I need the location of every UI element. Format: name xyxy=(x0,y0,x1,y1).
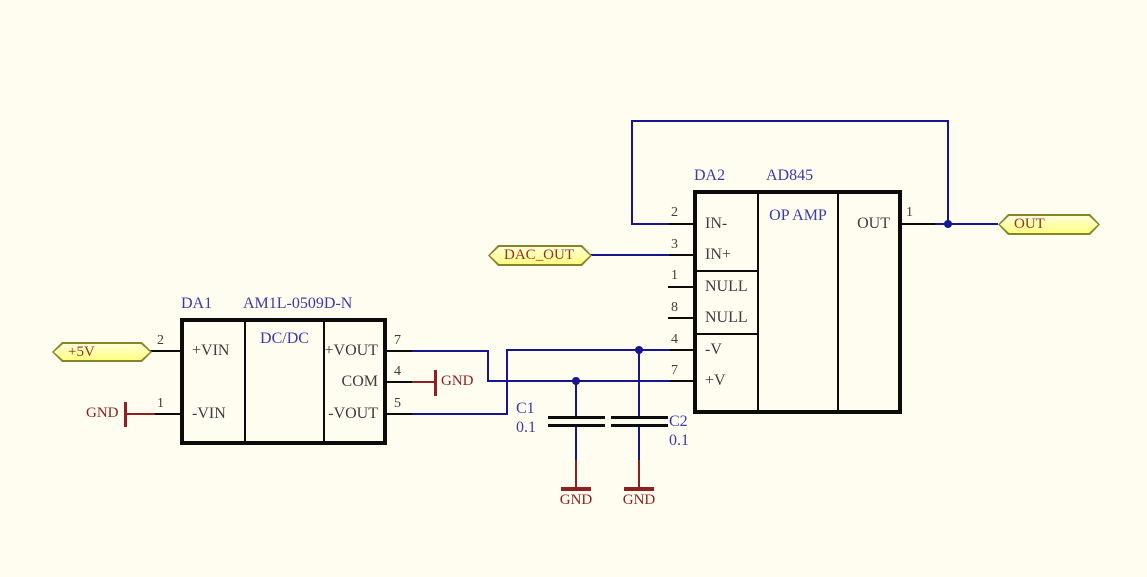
da1-pin-num-5: 5 xyxy=(394,396,401,411)
c2-plate-bottom[interactable] xyxy=(611,424,668,427)
component-da1-body[interactable] xyxy=(180,318,387,445)
vin-gnd-label: GND xyxy=(86,405,119,421)
vin-gnd-bar[interactable] xyxy=(124,402,127,427)
da2-pin-name-in-minus: IN- xyxy=(705,215,728,232)
da1-part-number[interactable]: AM1L-0509D-N xyxy=(243,295,353,312)
da2-divider-right xyxy=(837,194,839,410)
c2-value[interactable]: 0.1 xyxy=(669,432,689,449)
junction-dot-c2 xyxy=(635,346,643,354)
wire-feedback-3[interactable] xyxy=(631,120,949,122)
c1-gnd-wire[interactable] xyxy=(575,460,577,487)
da2-part-number[interactable]: AD845 xyxy=(766,167,814,184)
port-out[interactable]: OUT xyxy=(998,214,1100,235)
c2-plate-top[interactable] xyxy=(611,416,668,419)
c1-designator[interactable]: C1 xyxy=(516,400,535,417)
c1-lead-bottom[interactable] xyxy=(575,427,577,460)
da2-pin-name-v-plus: +V xyxy=(705,372,726,389)
da2-pin-in-plus[interactable] xyxy=(668,254,693,256)
da2-pin-null-b[interactable] xyxy=(668,317,693,319)
da2-pin-name-v-minus: -V xyxy=(705,341,722,358)
da2-section-divider-upper xyxy=(697,270,757,272)
power-port-5v-label: +5V xyxy=(68,344,95,360)
da1-type-label: DC/DC xyxy=(260,330,309,347)
wire-vminus-1[interactable] xyxy=(412,413,508,415)
da1-pin-name-vin-plus: +VIN xyxy=(192,342,230,359)
da1-designator[interactable]: DA1 xyxy=(181,295,213,312)
wire-feedback-2[interactable] xyxy=(631,120,633,225)
c1-plate-bottom[interactable] xyxy=(548,424,605,427)
com-gnd-bar[interactable] xyxy=(434,370,437,396)
da1-pin-com[interactable] xyxy=(387,381,412,383)
junction-dot-out xyxy=(944,220,952,228)
da1-pin-vin-plus[interactable] xyxy=(150,350,180,352)
da1-pin-vout-plus[interactable] xyxy=(387,350,412,352)
power-port-5v[interactable]: +5V xyxy=(52,342,152,362)
wire-feedback-1[interactable] xyxy=(631,223,669,225)
c2-gnd-label: GND xyxy=(622,492,656,508)
da1-pin-num-1: 1 xyxy=(157,396,164,411)
c1-lead-top[interactable] xyxy=(575,381,577,416)
da1-pin-vout-minus[interactable] xyxy=(387,413,412,415)
c1-gnd-bar[interactable] xyxy=(561,487,591,491)
da2-pin-v-plus[interactable] xyxy=(668,380,693,382)
da2-pin-num-3: 3 xyxy=(671,237,678,252)
c2-gnd-bar[interactable] xyxy=(624,487,654,491)
wire-vminus-3[interactable] xyxy=(506,349,670,351)
da2-pin-out[interactable] xyxy=(900,223,935,225)
wire-dacout[interactable] xyxy=(591,254,669,256)
wire-out[interactable] xyxy=(935,223,998,225)
da2-pin-null-a[interactable] xyxy=(668,286,693,288)
da1-pin-name-com: COM xyxy=(341,373,378,390)
da2-pin-name-in-plus: IN+ xyxy=(705,246,731,263)
da1-pin-name-vout-plus: +VOUT xyxy=(324,342,378,359)
da2-pin-name-null-b: NULL xyxy=(705,309,748,326)
com-gnd-wire[interactable] xyxy=(412,381,435,383)
component-da2-body[interactable] xyxy=(693,190,902,414)
da2-section-divider-lower xyxy=(697,333,757,335)
wire-feedback-4[interactable] xyxy=(947,120,949,225)
da1-pin-vin-minus[interactable] xyxy=(155,413,180,415)
da2-pin-name-null-a: NULL xyxy=(705,278,748,295)
c1-value[interactable]: 0.1 xyxy=(516,419,536,436)
da2-type-label: OP AMP xyxy=(769,207,827,224)
da2-designator[interactable]: DA2 xyxy=(694,167,726,184)
da2-pin-name-out: OUT xyxy=(857,215,890,232)
da1-pin-name-vout-minus: -VOUT xyxy=(328,405,378,422)
wire-vplus-2[interactable] xyxy=(487,350,489,382)
c1-plate-top[interactable] xyxy=(548,416,605,419)
port-out-label: OUT xyxy=(1014,216,1045,232)
da2-pin-in-minus[interactable] xyxy=(668,223,693,225)
wire-vplus-1[interactable] xyxy=(412,350,488,352)
da1-pin-name-vin-minus: -VIN xyxy=(192,405,226,422)
da2-pin-num-out-1: 1 xyxy=(906,205,913,220)
c2-designator[interactable]: C2 xyxy=(669,413,688,430)
da1-pin-num-4: 4 xyxy=(394,364,401,379)
da2-pin-num-1: 1 xyxy=(671,268,678,283)
da2-pin-num-4: 4 xyxy=(671,332,678,347)
da2-pin-v-minus[interactable] xyxy=(668,349,693,351)
da1-divider-left xyxy=(244,322,246,441)
c2-lead-bottom[interactable] xyxy=(638,427,640,460)
da2-pin-num-2: 2 xyxy=(671,205,678,220)
port-dac-out[interactable]: DAC_OUT xyxy=(488,245,592,266)
da1-pin-num-7: 7 xyxy=(394,333,401,348)
da2-divider-left xyxy=(757,194,759,410)
port-dac-out-label: DAC_OUT xyxy=(504,247,574,263)
da2-pin-num-7: 7 xyxy=(671,363,678,378)
vin-gnd-wire[interactable] xyxy=(127,413,155,415)
com-gnd-label: GND xyxy=(441,373,474,389)
da2-pin-num-8: 8 xyxy=(671,300,678,315)
da1-divider-right xyxy=(323,322,325,441)
da1-pin-num-2: 2 xyxy=(157,333,164,348)
c2-gnd-wire[interactable] xyxy=(638,460,640,487)
c2-lead-top[interactable] xyxy=(638,351,640,416)
c1-gnd-label: GND xyxy=(559,492,593,508)
wire-vminus-2[interactable] xyxy=(506,349,508,415)
